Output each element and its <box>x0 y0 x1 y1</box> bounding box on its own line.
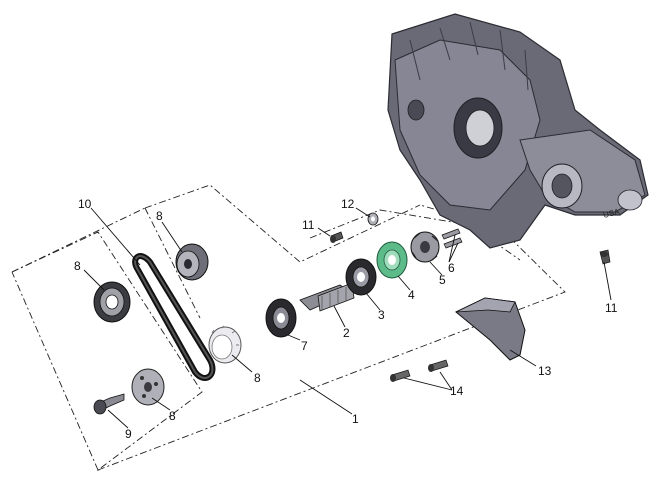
cover-13 <box>455 297 526 361</box>
callout-10: 10 <box>78 197 92 211</box>
callout-labels: 1 2 3 4 5 6 7 8 8 8 8 9 10 11 11 12 13 1… <box>74 197 618 441</box>
leader-lines <box>83 207 612 429</box>
pulley-lower <box>208 325 242 364</box>
outer-group-boundary <box>11 231 203 471</box>
callout-4: 4 <box>408 288 415 302</box>
pulley-upper <box>175 243 209 281</box>
callout-11-upper: 11 <box>302 218 315 232</box>
callout-8-upper: 8 <box>156 209 163 223</box>
callout-14: 14 <box>450 384 464 398</box>
case-stamp: USA <box>602 207 621 220</box>
bearing-7 <box>265 298 297 338</box>
bearing-left <box>93 281 131 323</box>
callout-12: 12 <box>341 197 355 211</box>
screw-11-upper <box>330 231 344 243</box>
callout-9: 9 <box>125 427 132 441</box>
callout-7: 7 <box>301 339 308 353</box>
callout-8-flange: 8 <box>169 409 176 423</box>
shaft-2 <box>299 282 355 312</box>
flange-plate <box>131 368 165 406</box>
impeller-5 <box>410 231 440 263</box>
callout-3: 3 <box>378 308 385 322</box>
callout-8-left: 8 <box>74 259 81 273</box>
case-boss <box>617 189 643 211</box>
callout-13: 13 <box>538 364 552 378</box>
bolts-14 <box>390 359 449 382</box>
callout-1: 1 <box>352 412 359 426</box>
callout-2: 2 <box>343 326 350 340</box>
bolt-9 <box>93 393 125 415</box>
callout-6: 6 <box>448 261 455 275</box>
engine-case: USA <box>387 13 649 249</box>
seal-4 <box>376 241 408 279</box>
callout-8-pulley: 8 <box>254 371 261 385</box>
callout-11-right: 11 <box>605 301 618 315</box>
pins-6 <box>441 228 463 249</box>
screw-11-right <box>599 249 611 265</box>
case-small-bore <box>407 99 425 121</box>
case-ribs <box>409 21 529 91</box>
case-rear-bore-inner <box>551 173 573 199</box>
bearing-3 <box>345 258 377 296</box>
sub-group-boundary <box>11 207 201 319</box>
callout-5: 5 <box>439 273 446 287</box>
washer-12 <box>367 212 379 226</box>
case-main-bore-inner <box>465 109 495 147</box>
